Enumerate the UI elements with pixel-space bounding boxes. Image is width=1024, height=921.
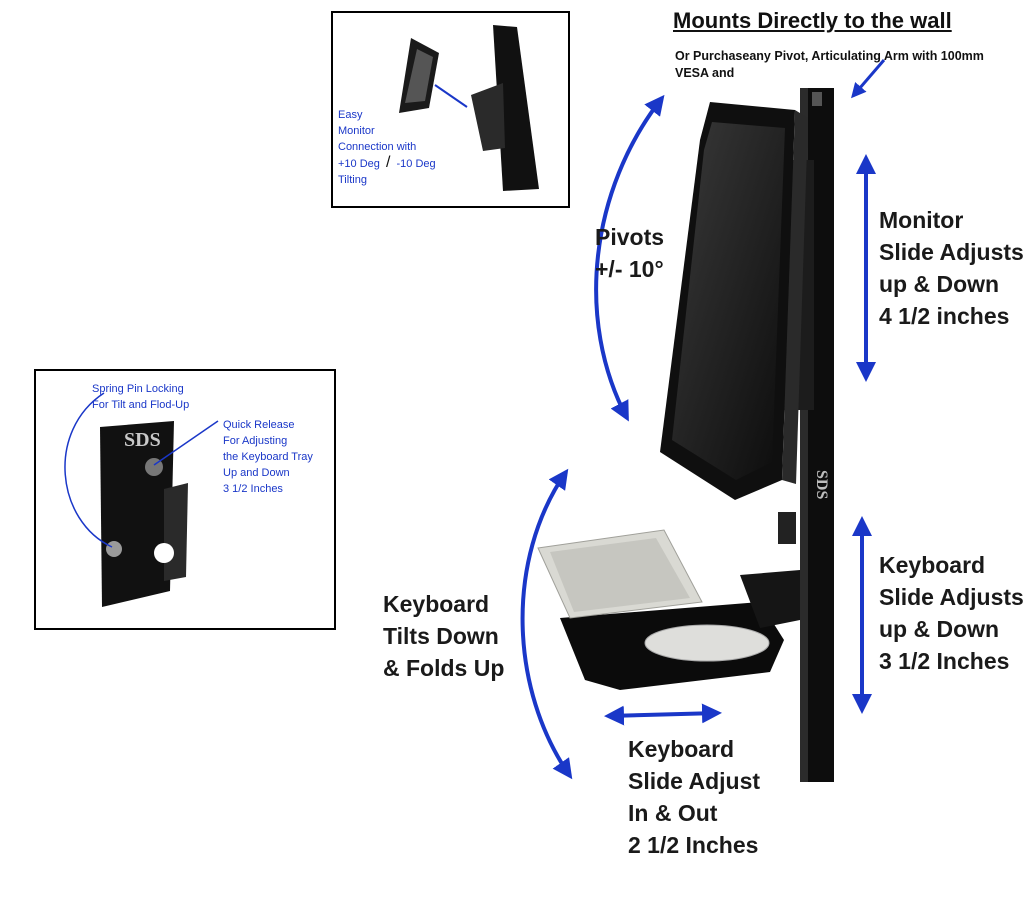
- inset-top-line-6: Tilting: [338, 174, 367, 186]
- monitor-slide-line-1: Monitor: [879, 207, 964, 233]
- inset-top-line-4: +10 Deg: [338, 158, 380, 170]
- keyboard-inout-line-2: Slide Adjust: [628, 768, 761, 794]
- keyboard-inout-line-1: Keyboard: [628, 736, 735, 762]
- keyboard-tilt-line-3: & Folds Up: [383, 655, 505, 681]
- quick-release-line-4: Up and Down: [223, 467, 290, 479]
- keyboard-tilt-line-2: Tilts Down: [383, 623, 499, 649]
- inset-top-line-3: Connection with: [338, 141, 417, 153]
- keyboard-slide-line-4: 3 1/2 Inches: [879, 648, 1010, 674]
- inset-logo: SDS: [124, 429, 161, 451]
- quick-release-line-5: 3 1/2 Inches: [223, 483, 283, 495]
- wall-mount-pointer: [851, 59, 886, 99]
- quick-release-line-3: the Keyboard Tray: [223, 451, 313, 463]
- spring-pin-line-1: Spring Pin Locking: [92, 383, 184, 395]
- pivots-line-1: Pivots: [595, 224, 665, 250]
- monitor-slide-label: Monitor Slide Adjusts up & Down 4 1/2 in…: [879, 204, 1024, 332]
- monitor-connection-inset: Easy Monitor Connection with +10 Deg / -…: [331, 11, 570, 208]
- monitor-slide-line-2: Slide Adjusts: [879, 239, 1024, 265]
- keyboard-slide-line-1: Keyboard: [879, 552, 986, 578]
- keyboard-inout-arrow: [604, 703, 722, 726]
- monitor-connection-photo: [399, 25, 539, 191]
- inset-top-slash: /: [385, 154, 391, 171]
- mouse: [644, 624, 770, 662]
- keyboard: [537, 529, 703, 619]
- keyboard-inout-line-3: In & Out: [628, 800, 718, 826]
- spring-pin-line-2: For Tilt and Flod-Up: [92, 399, 190, 411]
- keyboard-inout-label: Keyboard Slide Adjust In & Out 2 1/2 Inc…: [628, 733, 760, 861]
- keyboard-slide-line-3: up & Down: [879, 616, 1000, 642]
- inset-top-line-5: -10 Deg: [396, 158, 436, 170]
- quick-release-line-2: For Adjusting: [223, 435, 288, 447]
- keyboard-tilt-line-1: Keyboard: [383, 591, 490, 617]
- keyboard-slide-label: Keyboard Slide Adjusts up & Down 3 1/2 I…: [879, 549, 1024, 677]
- monitor: [660, 102, 808, 500]
- keyboard-slide-line-2: Slide Adjusts: [879, 584, 1024, 610]
- pivots-label: Pivots +/- 10°: [595, 221, 664, 285]
- spring-pin-inset: SDS Spring Pin Locking For Tilt and Flod…: [34, 369, 336, 630]
- pivots-line-2: +/- 10°: [595, 256, 664, 282]
- pole-logo: SDS: [813, 470, 830, 499]
- inset-top-line-2: Monitor: [338, 125, 375, 137]
- keyboard-tilt-arrow: [520, 468, 573, 780]
- monitor-slide-line-4: 4 1/2 inches: [879, 303, 1010, 329]
- spring-pin-photo: [64, 392, 219, 607]
- page-title: Mounts Directly to the wall: [673, 8, 952, 33]
- monitor-slide-line-3: up & Down: [879, 271, 1000, 297]
- pivot-arrow: [594, 94, 665, 422]
- page-subtitle: Or Purchaseany Pivot, Articulating Arm w…: [675, 49, 984, 80]
- quick-release-line-1: Quick Release: [223, 419, 295, 431]
- keyboard-inout-line-4: 2 1/2 Inches: [628, 832, 759, 858]
- inset-top-line-1: Easy: [338, 109, 363, 121]
- keyboard-tilt-label: Keyboard Tilts Down & Folds Up: [383, 588, 504, 684]
